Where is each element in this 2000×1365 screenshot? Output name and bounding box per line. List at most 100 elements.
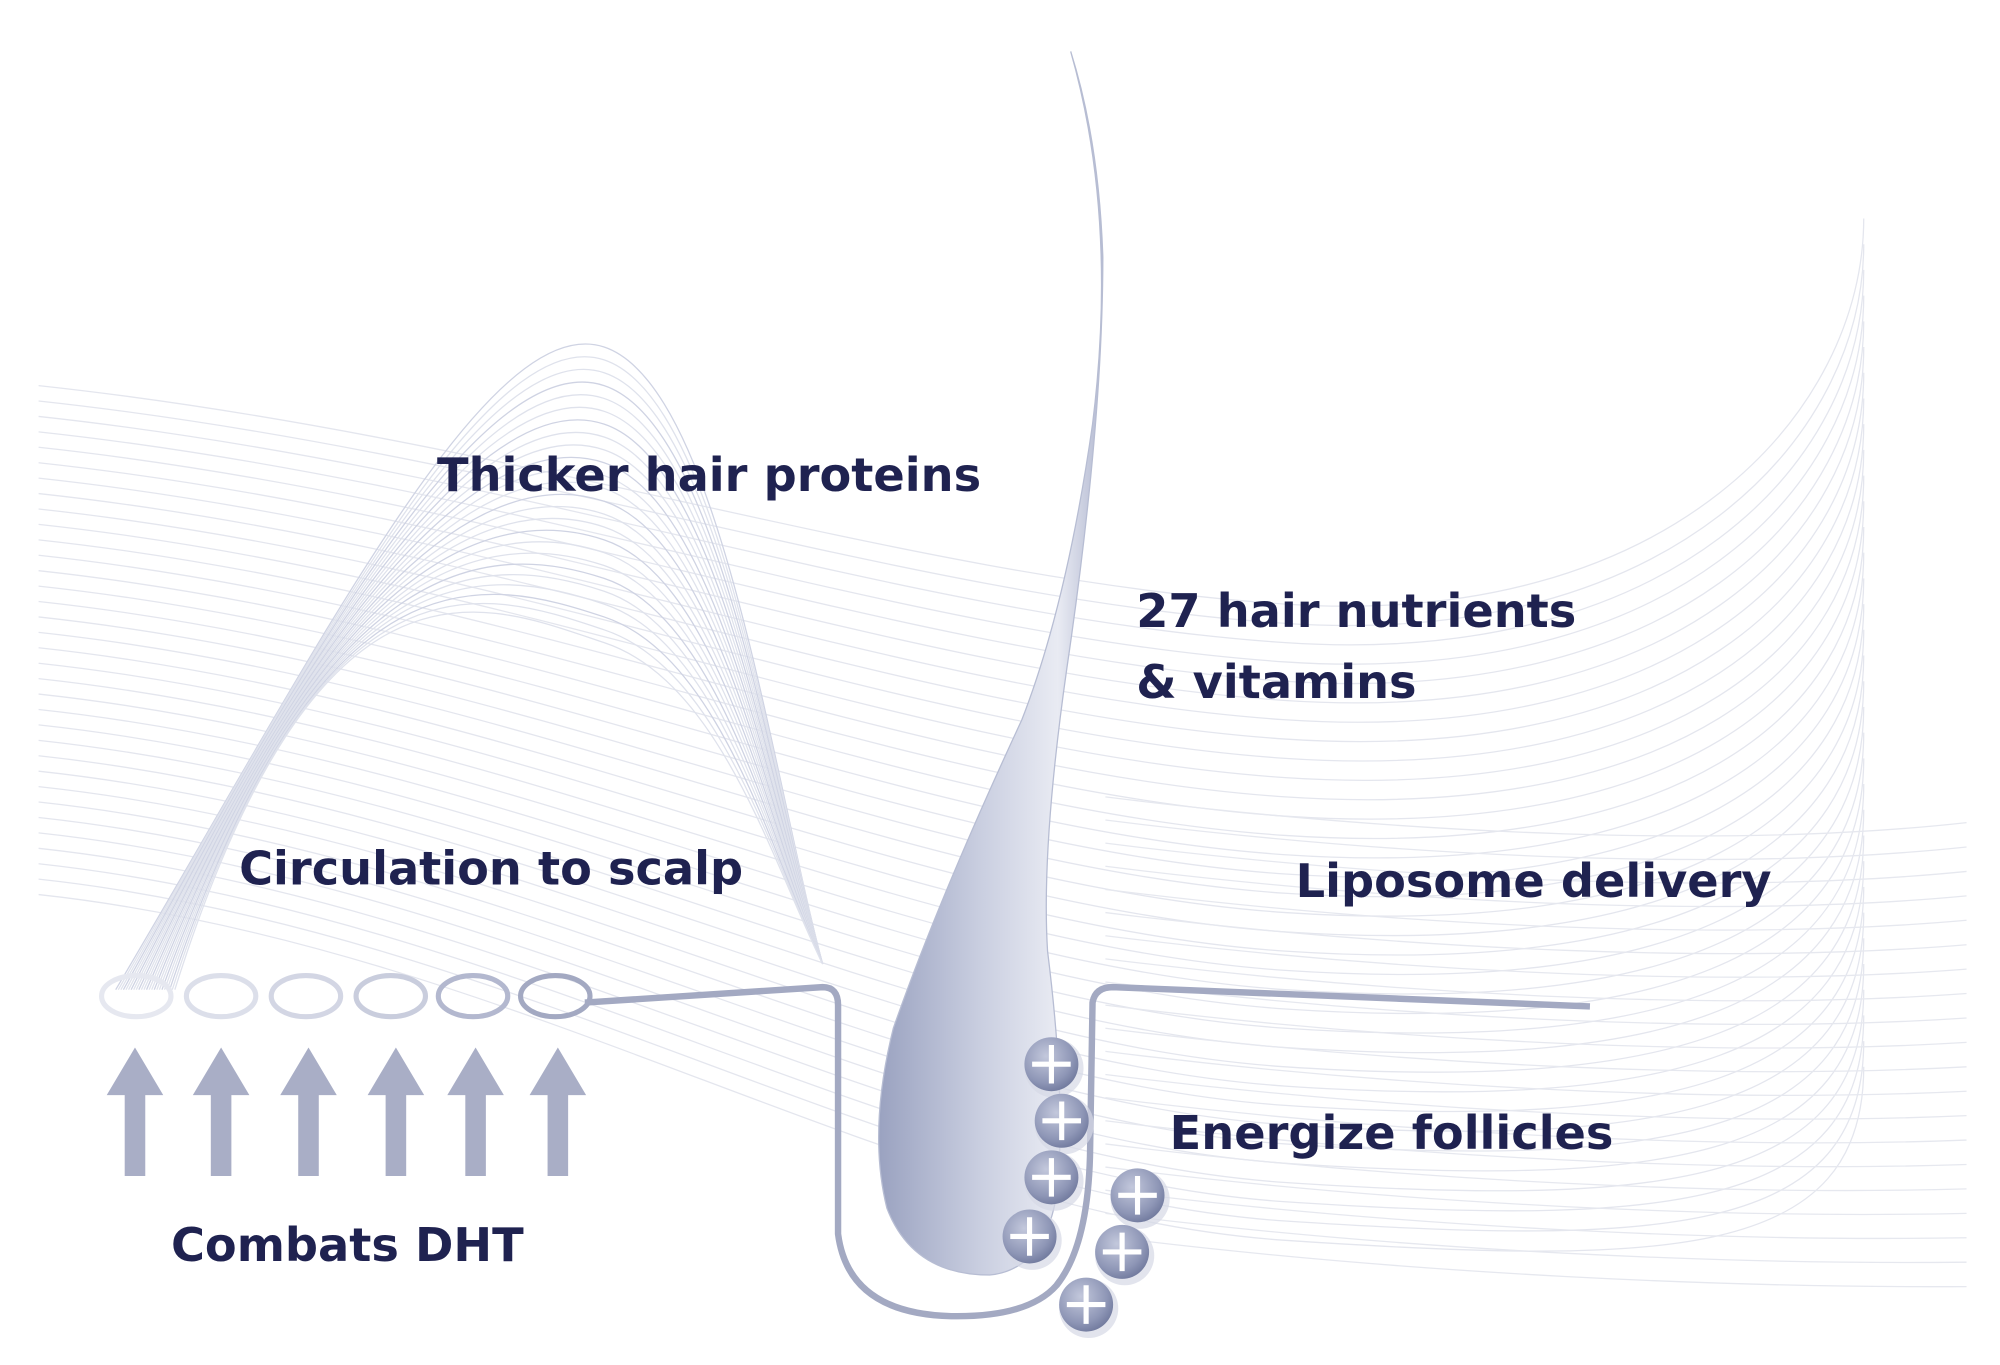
arc-line (151, 517, 824, 990)
up-arrow-icon (447, 1047, 504, 1177)
arc-line (127, 406, 824, 990)
plus-ball-icon (1024, 1037, 1084, 1098)
wave-line (38, 578, 1865, 878)
wave-line (38, 604, 1865, 898)
wave-line (38, 739, 1865, 1054)
wave-line (38, 526, 1865, 840)
circle-icon (518, 972, 593, 1020)
wave-line (38, 449, 1865, 781)
plus-icon (1010, 1217, 1049, 1256)
plus-icon (1032, 1044, 1071, 1084)
wave-line (38, 847, 1865, 1192)
wave-line (38, 372, 1865, 723)
arc-line (171, 602, 824, 990)
arc-line (156, 541, 824, 990)
wave-line (1105, 911, 1967, 955)
arc-line (158, 552, 824, 990)
arc-line (169, 593, 824, 990)
arc-line (161, 563, 824, 990)
up-arrow-icon (529, 1047, 587, 1177)
wave-line (38, 893, 1865, 1252)
energy-balls (1002, 1037, 1170, 1339)
label-nutrients-line2: & vitamins (1136, 655, 1416, 709)
arc-line (133, 431, 824, 990)
label-circulation: Circulation to scalp (239, 841, 743, 895)
up-arrow-icon (192, 1047, 250, 1177)
arc-line (174, 611, 824, 990)
wave-line (38, 878, 1865, 1232)
circle-icon (435, 972, 511, 1020)
wave-line (1105, 981, 1967, 1025)
wave-line (38, 347, 1865, 704)
wave-line (1105, 1120, 1967, 1168)
wave-line (38, 708, 1865, 1015)
arc-line (143, 481, 824, 990)
plus-ball-icon (1024, 1150, 1084, 1211)
wave-line (38, 678, 1865, 976)
label-nutrients-line1: 27 hair nutrients (1136, 584, 1576, 638)
wave-line (38, 295, 1865, 665)
arc-line (135, 444, 824, 990)
wave-line (38, 475, 1865, 801)
wave-line (38, 724, 1865, 1034)
plus-icon (1032, 1158, 1071, 1197)
wave-line (1105, 1212, 1967, 1264)
wave-line (38, 662, 1865, 956)
wave-line (38, 398, 1865, 743)
arc-line (166, 584, 824, 990)
circle-icon (268, 972, 344, 1020)
wave-line (38, 693, 1865, 995)
wave-line (1105, 958, 1967, 1002)
wave-line (38, 816, 1865, 1152)
arc-line (145, 493, 824, 990)
arc-line (140, 469, 824, 990)
arc-line (117, 356, 824, 991)
plus-icon (1066, 1285, 1106, 1324)
wave-line (38, 321, 1865, 685)
wave-line (1105, 1027, 1967, 1073)
arc-line (163, 574, 824, 990)
plus-ball-icon (1002, 1209, 1062, 1270)
plus-ball-icon (1034, 1093, 1094, 1155)
wave-line (38, 863, 1865, 1212)
up-arrow-icon (106, 1047, 164, 1177)
plus-ball-icon (1110, 1168, 1170, 1229)
label-combats-dht: Combats DHT (171, 1218, 524, 1272)
label-thicker-hair-proteins: Thicker hair proteins (437, 448, 981, 502)
label-liposome: Liposome delivery (1296, 854, 1772, 908)
dht-arrows (106, 1047, 587, 1177)
plus-icon (1118, 1176, 1157, 1215)
wave-line (1105, 935, 1967, 978)
plus-ball-icon (1095, 1224, 1155, 1286)
arc-line (120, 368, 824, 991)
circle-icon (183, 972, 259, 1020)
wave-line (38, 218, 1865, 607)
arc-line (130, 419, 824, 990)
hair-shaft (877, 51, 1104, 1276)
arc-line (138, 456, 824, 990)
plus-icon (1102, 1232, 1142, 1272)
wave-line (1105, 865, 1967, 908)
wave-line (1105, 1166, 1967, 1216)
wave-line (38, 552, 1865, 859)
wave-line (1105, 888, 1967, 931)
background-wave-lines (38, 218, 1967, 1288)
up-arrow-icon (367, 1047, 425, 1177)
arc-line (115, 343, 824, 991)
wave-line (1105, 1073, 1967, 1120)
follicle-outline (584, 983, 1591, 1320)
wave-line (1105, 1050, 1967, 1096)
wave-line (38, 629, 1865, 917)
wave-line (1105, 1235, 1967, 1288)
wave-line (1105, 1143, 1967, 1192)
arc-line (125, 394, 824, 990)
circle-icon (353, 972, 429, 1020)
circle-icon (98, 972, 174, 1020)
plus-ball-icon (1059, 1277, 1119, 1339)
circulation-arc-lines (115, 343, 824, 991)
circulation-circles (98, 972, 593, 1020)
wave-line (1105, 796, 1967, 837)
wave-line (1105, 842, 1967, 884)
wave-line (1105, 1189, 1967, 1240)
